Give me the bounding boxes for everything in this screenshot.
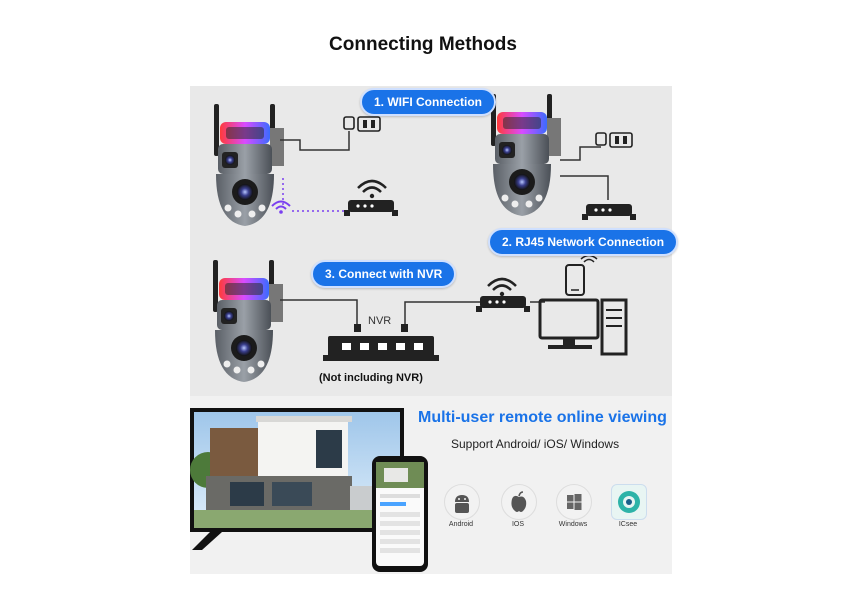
nvr-connection-label: 3. Connect with NVR bbox=[311, 260, 457, 288]
android-label: Android bbox=[448, 521, 474, 528]
wifi-connection-label: 1. WIFI Connection bbox=[360, 88, 496, 116]
nvr-not-included-note: (Not including NVR) bbox=[319, 372, 423, 384]
ios-label: IOS bbox=[511, 521, 525, 528]
remote-viewing-headline: Multi-user remote online viewing bbox=[418, 409, 667, 426]
windows-label: Windows bbox=[558, 521, 588, 528]
rj45-connection-label: 2. RJ45 Network Connection bbox=[488, 228, 679, 256]
nvr-device-label: NVR bbox=[368, 315, 392, 327]
platform-support-text: Support Android/ iOS/ Windows bbox=[451, 437, 620, 451]
android-icon bbox=[444, 484, 480, 520]
windows-icon bbox=[556, 484, 592, 520]
page-title: Connecting Methods bbox=[329, 34, 517, 55]
icsee-app-icon bbox=[611, 484, 647, 520]
icsee-label: ICsee bbox=[618, 521, 638, 528]
apple-icon bbox=[501, 484, 537, 520]
